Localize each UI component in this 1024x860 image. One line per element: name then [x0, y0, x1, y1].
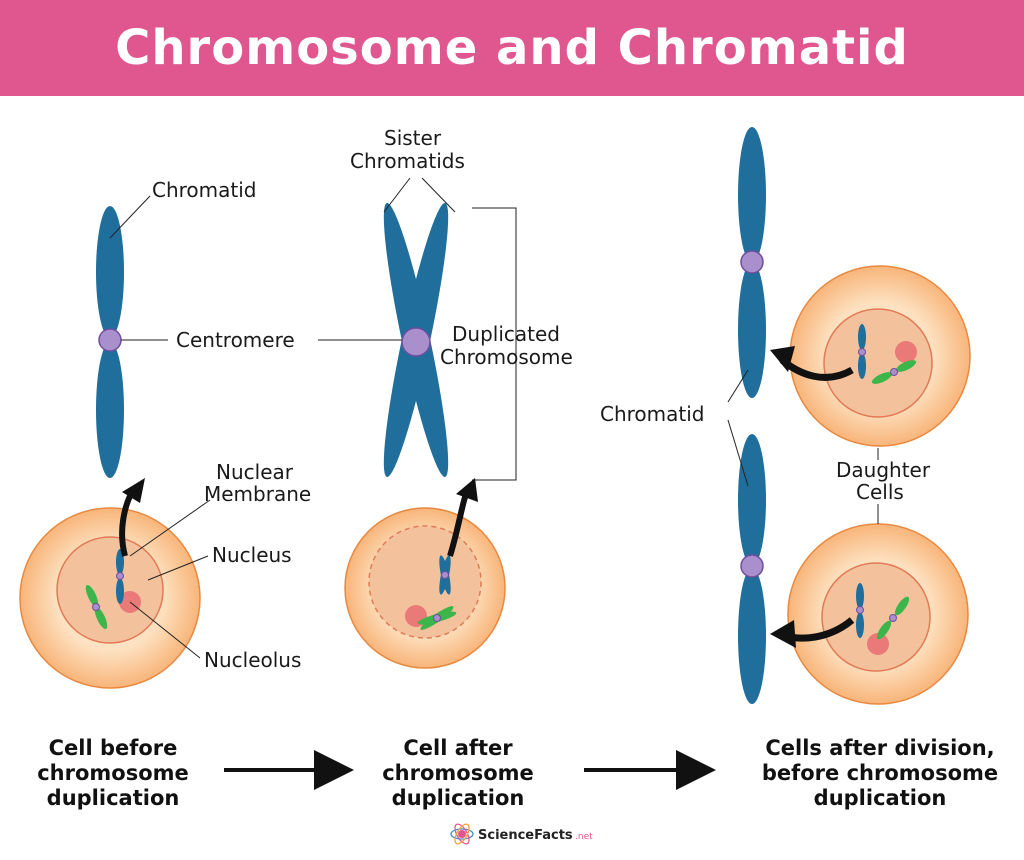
separated-chromatid-top [738, 127, 766, 398]
caption-stage3-line3: duplication [814, 786, 947, 810]
cell-stage2 [344, 507, 506, 669]
mini-chromatid [856, 583, 864, 609]
caption-stage3-line2: before chromosome [762, 761, 998, 785]
atom-orbit [454, 823, 470, 845]
caption-stage2-line1: Cell after [403, 736, 513, 760]
daughter-cell-bottom [787, 523, 969, 705]
caption-stage1-line1: Cell before [49, 736, 178, 760]
mini-centromere [858, 348, 866, 356]
mini-chromatid [116, 578, 124, 604]
label-daughter-1: Daughter [836, 458, 931, 482]
brand-name: ScienceFacts [478, 828, 573, 843]
arrow-head-icon [122, 478, 145, 503]
centromere-icon [740, 250, 764, 274]
caption-stage3-line1: Cells after division, [765, 736, 994, 760]
atom-orbit [454, 823, 470, 845]
mini-centromere [889, 614, 897, 622]
green-chromatid [895, 360, 917, 372]
chromatid-lower-arm [96, 342, 124, 478]
mini-chromatid [858, 353, 866, 379]
leader-line [727, 369, 749, 403]
label-duplicated-2: Chromosome [440, 345, 573, 369]
sciencefacts-logo: ScienceFacts .net [450, 823, 593, 845]
label-nucleus: Nucleus [212, 543, 292, 567]
centromere-icon [401, 327, 431, 357]
chromatid-upper-arm [738, 127, 766, 263]
separated-chromatid-bottom [738, 434, 766, 704]
mini-centromere [890, 368, 898, 376]
brand-tld: .net [575, 832, 593, 842]
arrow-head-icon [770, 620, 796, 648]
mini-centromere [441, 571, 449, 579]
leader-line [129, 499, 211, 557]
mini-chromatid [856, 612, 864, 638]
label-nuclear-2: Membrane [204, 482, 311, 506]
title-banner: Chromosome and Chromatid [0, 0, 1024, 96]
arrow-head-icon [770, 346, 795, 372]
leader-line [421, 177, 456, 213]
arrow-head-icon [456, 478, 478, 502]
label-sister-1: Sister [384, 126, 442, 150]
single-chromosome [96, 206, 124, 478]
duplicated-chromosome [383, 203, 449, 477]
green-chromatid [94, 606, 108, 630]
chromatid-lower-arm [738, 262, 766, 398]
label-chromatid: Chromatid [152, 178, 257, 202]
mini-centromere [433, 614, 441, 622]
nucleolus [895, 341, 917, 363]
mini-centromere [116, 572, 124, 580]
curved-arrow-icon [447, 492, 469, 557]
green-chromatid [85, 584, 99, 608]
centromere-icon [740, 554, 764, 578]
chromatid-upper-arm [96, 206, 124, 338]
nucleolus [867, 633, 889, 655]
caption-stage1-line2: chromosome [37, 761, 189, 785]
caption-stage2-line3: duplication [392, 786, 525, 810]
daughter-cell-top [789, 265, 971, 447]
leader-line [129, 601, 201, 659]
atom-orbit [450, 828, 474, 840]
label-sister-2: Chromatids [350, 149, 465, 173]
bracket-line [472, 207, 517, 481]
caption-stage2-line2: chromosome [382, 761, 534, 785]
green-chromatid [876, 620, 892, 640]
label-nucleolus: Nucleolus [204, 648, 301, 672]
mini-centromere [92, 603, 100, 611]
leader-line [727, 419, 749, 487]
mini-centromere [856, 606, 864, 614]
nucleus [56, 536, 164, 644]
leader-line [147, 555, 209, 581]
page-title: Chromosome and Chromatid [115, 20, 909, 76]
label-centromere: Centromere [176, 328, 295, 352]
atom-icon [458, 830, 466, 838]
leader-line [109, 195, 151, 239]
label-chromatid-right: Chromatid [600, 402, 705, 426]
leader-line [383, 177, 411, 213]
centromere-icon [98, 328, 122, 352]
mini-chromatid [858, 324, 866, 350]
caption-stage1-line3: duplication [47, 786, 180, 810]
chromatid-lower-arm [738, 568, 766, 704]
nucleus [823, 308, 933, 418]
label-daughter-2: Cells [856, 480, 904, 504]
green-chromatid [894, 596, 910, 616]
label-duplicated-1: Duplicated [452, 322, 560, 346]
nucleus [821, 562, 931, 672]
label-nuclear-1: Nuclear [216, 460, 294, 484]
green-chromatid [871, 372, 893, 384]
chromatid-upper-arm [738, 434, 766, 566]
cell-stage1 [19, 507, 201, 689]
